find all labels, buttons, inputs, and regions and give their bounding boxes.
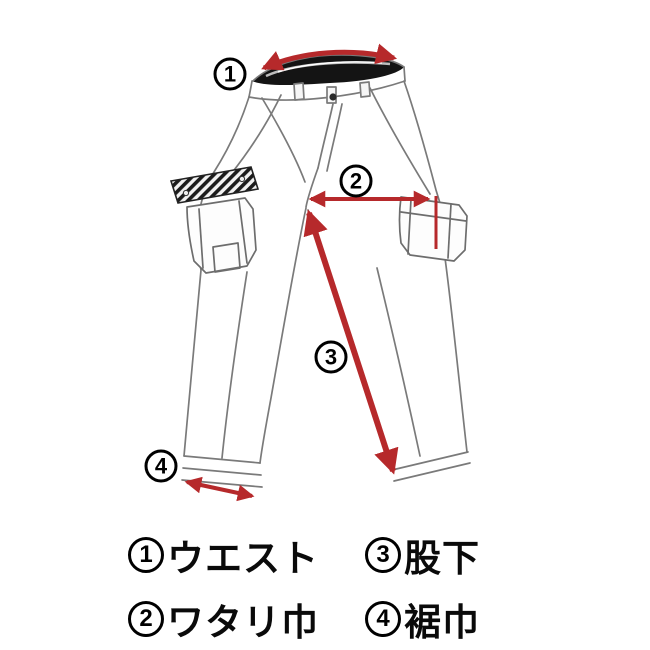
legend-label-thigh-width: ワタリ巾 bbox=[167, 602, 319, 643]
legend-label-waist: ウエスト bbox=[167, 538, 319, 579]
left-outer-seam bbox=[183, 96, 250, 457]
marker-thigh-width: 2 bbox=[339, 164, 373, 198]
belt-loop bbox=[293, 82, 305, 101]
legend-item-hem-width: 4 裾巾 bbox=[365, 592, 480, 646]
waistband bbox=[248, 80, 253, 98]
legend-label-inseam: 股下 bbox=[404, 538, 480, 579]
left-hem bbox=[183, 455, 261, 464]
right-hem bbox=[391, 451, 469, 471]
left-cargo-pocket bbox=[186, 197, 257, 274]
waist-arrow bbox=[261, 43, 398, 71]
circled-number: 4 bbox=[365, 601, 401, 637]
marker-inseam: 3 bbox=[314, 340, 348, 374]
belt-loop bbox=[359, 81, 371, 98]
circled-number: 3 bbox=[365, 537, 401, 573]
hem-width-arrow bbox=[184, 476, 255, 502]
fly-seam bbox=[317, 103, 334, 169]
right-outer-seam bbox=[403, 80, 468, 453]
marker-waist: 1 bbox=[213, 57, 247, 91]
waist-opening bbox=[252, 54, 404, 85]
legend-label-hem-width: 裾巾 bbox=[404, 602, 480, 643]
legend-item-thigh-width: 2 ワタリ巾 bbox=[128, 592, 319, 646]
waist-button bbox=[329, 93, 337, 101]
left-inner-seam bbox=[259, 207, 307, 464]
legend-item-waist: 1 ウエスト bbox=[128, 528, 319, 582]
legend: 1 ウエスト 3 股下 2 ワタリ巾 4 裾巾 bbox=[128, 528, 480, 646]
pants-outline bbox=[181, 54, 471, 488]
measurement-arrows bbox=[184, 43, 438, 502]
circled-number: 1 bbox=[128, 537, 164, 573]
striped-pocket-flap bbox=[169, 166, 260, 204]
legend-item-inseam: 3 股下 bbox=[365, 528, 480, 582]
inseam-arrow bbox=[303, 209, 399, 475]
circled-number: 2 bbox=[128, 601, 164, 637]
marker-hem-width: 4 bbox=[144, 449, 178, 483]
